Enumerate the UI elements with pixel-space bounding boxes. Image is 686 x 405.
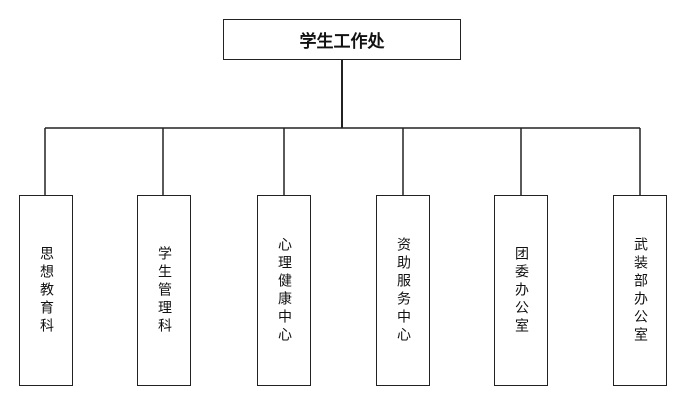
child-node-label: 思想教育科 xyxy=(38,245,54,336)
root-node-label: 学生工作处 xyxy=(299,32,385,52)
child-node-label: 资助服务中心 xyxy=(395,236,411,345)
child-node-label: 心理健康中心 xyxy=(276,236,292,345)
child-node-label: 学生管理科 xyxy=(156,245,172,336)
child-node-3: 心理健康中心 xyxy=(257,195,311,386)
child-node-6: 武装部办公室 xyxy=(613,195,667,386)
child-node-label: 武装部办公室 xyxy=(632,236,648,345)
child-node-5: 团委办公室 xyxy=(494,195,548,386)
child-node-1: 思想教育科 xyxy=(19,195,73,386)
root-node: 学生工作处 xyxy=(223,19,461,60)
child-node-4: 资助服务中心 xyxy=(376,195,430,386)
child-node-2: 学生管理科 xyxy=(137,195,191,386)
child-node-label: 团委办公室 xyxy=(513,245,529,336)
